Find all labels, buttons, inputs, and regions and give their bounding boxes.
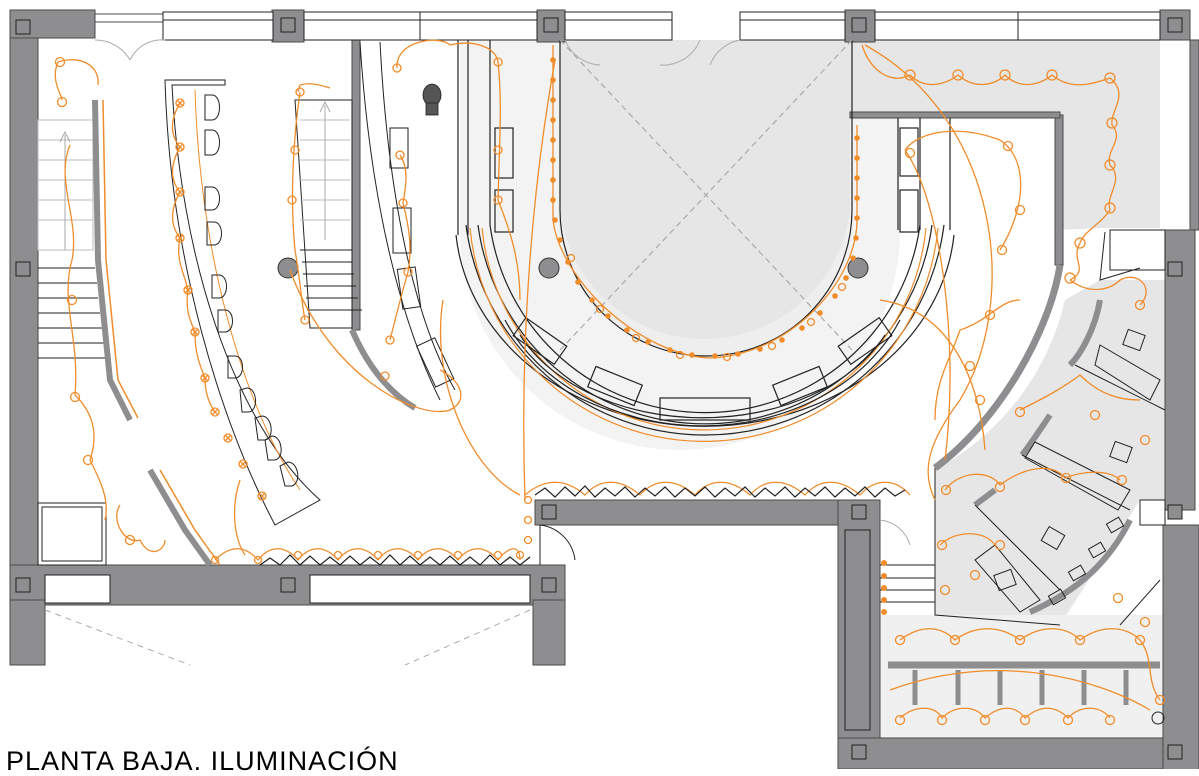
wall-top-right-inner <box>1054 114 1064 266</box>
wall-top-seg1 <box>94 13 166 23</box>
person-figure-icon <box>422 83 442 116</box>
wall-left <box>9 9 39 666</box>
chair-icon <box>204 94 299 487</box>
chair-icon <box>993 328 1146 592</box>
wall-lr-left <box>837 499 881 766</box>
lower-right-room <box>844 529 1165 731</box>
luminaire-circle-icon <box>566 253 847 362</box>
wall-right-lower <box>1189 39 1199 231</box>
wall-bottom-foot2 <box>532 599 566 666</box>
curved-seating-left <box>164 41 456 526</box>
wall-top-inner <box>849 111 1061 119</box>
column-icon <box>538 257 560 279</box>
window-3 <box>564 11 673 41</box>
downlight-cross-icon <box>175 98 267 501</box>
luminaire-circle-icon <box>894 592 1166 726</box>
left-stair <box>37 99 221 567</box>
column-icon <box>847 257 869 279</box>
luminaire-circle-icon <box>904 69 1118 284</box>
stair-arrow-icon <box>319 100 331 240</box>
wall-bottom-foot1 <box>9 599 46 666</box>
right-wing-floor <box>850 40 1160 230</box>
wall-lr-right <box>1162 524 1199 769</box>
luminaire-circle-icon <box>523 495 533 545</box>
wall-mid <box>534 499 881 526</box>
luminaire-circle-icon <box>54 56 136 546</box>
window-bottom-2 <box>309 574 531 604</box>
lower-right-floor <box>880 615 1165 740</box>
luminaire-circle-icon <box>904 140 1026 406</box>
wall-lr-bottom <box>837 737 1199 769</box>
luminaire-circle-icon <box>881 560 887 615</box>
office-zone <box>932 229 1166 626</box>
floor-fills <box>460 40 1165 740</box>
window-4 <box>739 11 846 41</box>
seating-ring-floor <box>460 40 900 450</box>
columns <box>15 17 1183 760</box>
lighting-layout <box>54 39 1166 726</box>
stage <box>455 39 955 442</box>
window-bottom-1 <box>44 574 111 604</box>
luminaire-circle-icon <box>936 299 1151 596</box>
column-icon <box>277 257 299 279</box>
window-1 <box>162 11 274 41</box>
stage-columns <box>277 257 869 279</box>
office-zone-floor <box>935 280 1165 625</box>
door-swing-icon <box>44 39 911 666</box>
plan-title: PLANTA BAJA. ILUMINACIÓN <box>6 746 399 776</box>
luminaire-circle-icon <box>210 550 525 565</box>
stage-floor <box>558 40 850 356</box>
windows <box>44 11 1161 604</box>
wall-right <box>1164 229 1196 511</box>
